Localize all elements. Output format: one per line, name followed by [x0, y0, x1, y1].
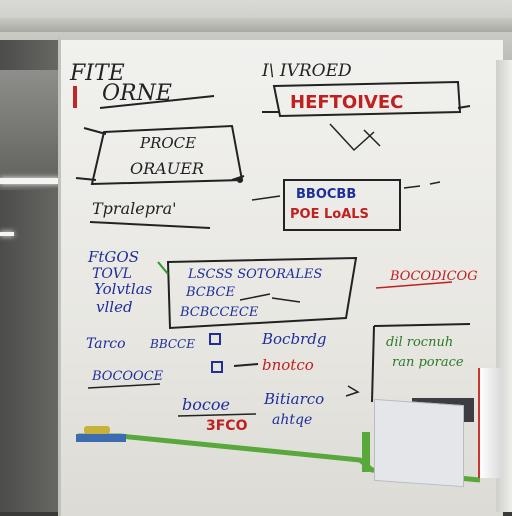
eraser — [76, 434, 126, 442]
board-text-bocooce: BOCOOCE — [91, 369, 164, 384]
board-text-tpralepra: Tpralepra' — [92, 199, 177, 218]
green-tick — [157, 261, 169, 275]
board-text-yolvtlas: Yolvtlas — [94, 280, 153, 298]
red-underline — [375, 281, 453, 289]
checkbox-mark — [209, 333, 221, 345]
marker-stroke-red — [73, 86, 77, 108]
board-text-bnotco: bnotco — [262, 356, 314, 374]
board-text-proce: PROCE — [139, 134, 196, 152]
frame-tick — [262, 105, 471, 113]
side-ticks — [251, 181, 441, 201]
board-text-heftoivec: HEFTOIVEC — [290, 92, 403, 113]
ceiling-panel — [0, 70, 62, 190]
checkbox-mark-2 — [211, 361, 223, 373]
ceiling-light — [0, 178, 60, 184]
tray-bracket — [362, 432, 370, 472]
green-box-frame — [371, 323, 471, 403]
board-text-ivroed: I\ IVROED — [261, 61, 352, 81]
scribble-lines — [329, 123, 381, 152]
board-text-mid-2: BCBCE — [185, 285, 235, 300]
board-text-3fco: 3FCO — [206, 418, 248, 434]
board-text-bbocbb: BBOCBB — [296, 187, 356, 202]
board-text-tarco: Tarco — [86, 336, 126, 352]
board-text-bocoe: bocoe — [182, 395, 230, 414]
board-text-mid-3: BCBCCECE — [179, 305, 259, 320]
middle-scribbles — [239, 293, 301, 303]
board-text-vlled: vlled — [96, 298, 133, 316]
board-text-ftgos: FtGOS — [87, 248, 139, 266]
board-text-ahtqe: ahtqe — [272, 412, 312, 428]
board-text-poe-loals: POE LoALS — [290, 207, 369, 222]
arrow-line — [233, 363, 259, 367]
underline-2 — [89, 221, 211, 229]
arrow-dot — [237, 177, 243, 183]
middle-box — [166, 256, 358, 330]
arrow-head — [345, 385, 360, 397]
blue-box — [283, 179, 401, 231]
board-text-green-1: dil rocnuh — [386, 335, 453, 350]
board-text-bbcce: BBCCE — [149, 337, 195, 351]
board-text-bocbrdg: Bocbrdg — [261, 330, 326, 348]
board-text-green-2: ran porace — [392, 355, 464, 370]
underline-3 — [87, 383, 161, 389]
ceiling-light-small — [0, 232, 14, 236]
board-text-orauer: ORAUER — [130, 159, 204, 178]
board-text-bocodicog: BOCODICOG — [389, 269, 478, 284]
paper-sheet — [374, 398, 464, 488]
marker-pen — [84, 426, 110, 434]
heading-frame — [272, 80, 462, 118]
board-text-bitiarco: Bitiarco — [263, 390, 324, 408]
board-text-tovl: TOVL — [92, 266, 132, 282]
ceiling-beam — [0, 18, 512, 32]
underline — [99, 95, 215, 109]
binder — [478, 368, 502, 478]
board-text-mid-1: LSCSS SOTORALES — [187, 267, 322, 282]
underline-4 — [177, 413, 257, 417]
board-text-fite: FITE — [69, 61, 125, 86]
